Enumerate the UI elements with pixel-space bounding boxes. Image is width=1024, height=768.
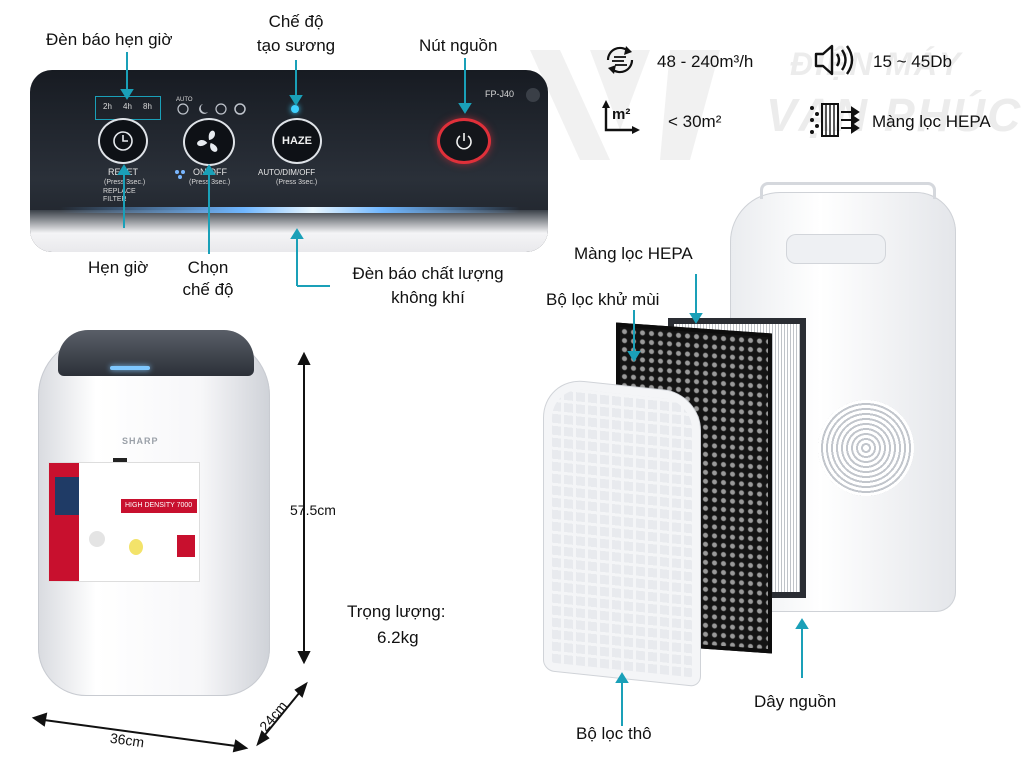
room-area-icon: m²	[602, 100, 642, 136]
product-sticker: HIGH DENSITY 7000	[48, 462, 200, 582]
callout-timer-indicator: Đèn báo hẹn giờ	[46, 30, 173, 49]
callout-mist-mode-line2: tạo sương	[256, 36, 336, 55]
fan-mode-icons	[177, 103, 246, 115]
parts-callout-lines	[615, 274, 809, 726]
airflow-icon	[606, 46, 634, 74]
spec-filter: Màng lọc HEPA	[872, 112, 991, 131]
body-slot	[786, 234, 886, 264]
callout-timer: Hẹn giờ	[88, 258, 149, 277]
callout-pre-filter: Bộ lọc thô	[576, 724, 652, 743]
sensor-dot	[526, 88, 540, 102]
spec-area: < 30m²	[668, 112, 722, 131]
brand-label: SHARP	[122, 436, 159, 446]
carry-handle	[760, 182, 936, 199]
area-icon-text: m²	[612, 106, 631, 123]
fan-grille	[818, 400, 914, 496]
sticker-icon-1	[89, 531, 105, 547]
watermark-logo-icon	[530, 50, 720, 160]
callout-power-cord: Dây nguồn	[754, 692, 837, 711]
timer-option-2h: 2h	[103, 102, 112, 111]
power-button[interactable]	[437, 118, 491, 164]
hepa-filter-icon	[810, 103, 860, 137]
watermark-line2: VẠN PHÚC	[766, 89, 1023, 141]
weight-value: 6.2kg	[377, 628, 419, 647]
auto-mode-label: AUTO	[176, 97, 193, 103]
model-label: FP-J40	[485, 89, 515, 99]
callout-deodorizing: Bộ lọc khử mùi	[546, 290, 660, 309]
watermark-line1: ĐIỆN MÁY	[790, 46, 963, 82]
replace-filter-label: REPLACE FILTER	[103, 188, 136, 203]
density-banner: HIGH DENSITY 7000	[121, 499, 197, 513]
bulb-icon	[129, 539, 143, 555]
clock-icon	[113, 131, 133, 151]
sticker-blue-panel	[55, 477, 79, 515]
sticker-red-tag	[177, 535, 195, 557]
timer-option-4h: 4h	[123, 102, 132, 111]
callout-air-quality-line2: không khí	[391, 288, 465, 307]
purifier-indicator-light	[110, 366, 150, 370]
haze-indicator-light	[291, 105, 299, 113]
power-icon	[456, 133, 472, 150]
callout-hepa: Màng lọc HEPA	[574, 244, 693, 263]
panel-callout-lines	[117, 52, 472, 287]
callout-power-button: Nút nguồn	[419, 36, 498, 55]
height-dimension: 57.5cm	[290, 502, 336, 518]
mode-button[interactable]	[183, 118, 235, 166]
callout-air-quality-line1: Đèn báo chất lượng	[352, 264, 504, 283]
fan-icon	[197, 130, 218, 152]
speaker-icon	[814, 44, 854, 76]
plasmacluster-icon	[174, 166, 186, 179]
spec-airflow: 48 - 240m³/h	[657, 52, 754, 71]
haze-button[interactable]: HAZE	[272, 118, 322, 164]
purifier-top-panel	[58, 330, 254, 376]
timer-option-8h: 8h	[143, 102, 152, 111]
dim-hint: (Press 3sec.)	[276, 179, 318, 186]
air-quality-light	[60, 207, 520, 213]
spec-noise: 15 ~ 45Db	[873, 52, 952, 71]
callout-mode-line1: Chọn	[187, 258, 229, 277]
timer-button[interactable]	[98, 118, 148, 164]
dimension-lines	[31, 351, 311, 753]
panel-bottom-edge	[30, 210, 548, 252]
weight-label: Trọng lượng:	[347, 602, 446, 621]
callout-mist-mode-line1: Chế độ	[268, 12, 324, 31]
dim-label: AUTO/DIM/OFF	[258, 168, 316, 177]
callout-mode-line2: chế độ	[182, 280, 234, 299]
